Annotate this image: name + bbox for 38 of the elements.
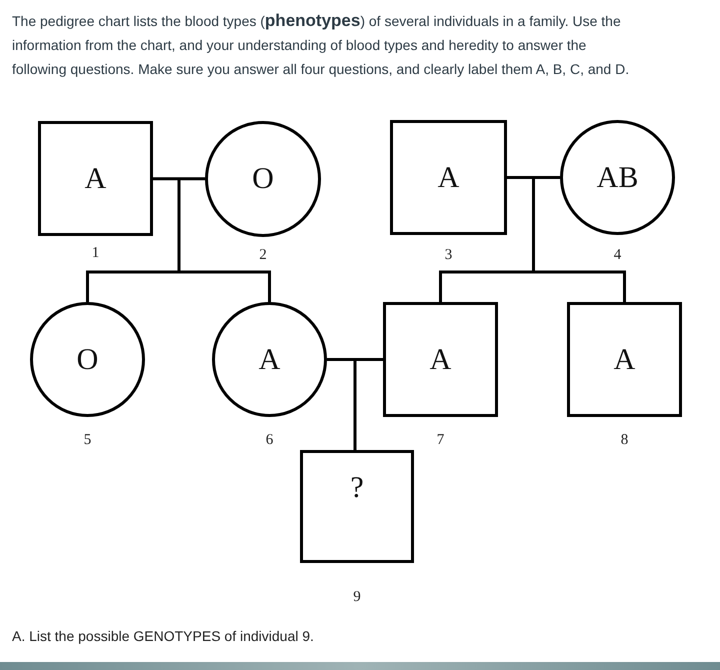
individual-number: 6: [266, 431, 274, 449]
blood-type-label: ?: [350, 471, 364, 505]
blood-type-label: A: [84, 162, 106, 196]
descent-line: [354, 360, 356, 450]
blood-type-label: O: [252, 162, 274, 196]
male-individual-square: [567, 302, 682, 417]
individual-number: 2: [259, 246, 267, 264]
individual-number: 3: [444, 246, 452, 264]
blood-type-label: O: [76, 342, 98, 376]
individual-number: 9: [353, 588, 361, 606]
blood-type-label: A: [614, 342, 636, 376]
question-text: A. List the possible GENOTYPES of individual 9.: [12, 627, 314, 646]
individual-number: 5: [84, 431, 92, 449]
individual-number: 4: [614, 246, 622, 264]
descent-line: [439, 270, 534, 302]
marriage-line: [534, 176, 560, 179]
individual-number: 1: [92, 244, 100, 262]
blood-type-label: A: [258, 342, 280, 376]
male-individual-square: [390, 120, 507, 235]
instructions-paragraph: The pedigree chart lists the blood types (phenotypes) of several individuals in a family. Use the information from the chart, and your understanding of blood types and heredity to answer the following questions. Make sure you answer all four questions, and clearly label them A, B, C, and D.: [12, 10, 630, 79]
descent-line: [179, 270, 271, 302]
marriage-line: [355, 358, 383, 361]
marriage-line: [327, 358, 355, 361]
blood-type-label: AB: [596, 160, 638, 194]
marriage-line: [153, 177, 179, 180]
male-individual-square: [38, 121, 153, 236]
descent-line: [534, 270, 626, 302]
descent-line: [532, 178, 535, 272]
individual-number: 7: [436, 431, 444, 449]
blood-type-label: A: [430, 342, 452, 376]
individual-number: 8: [620, 431, 628, 449]
blood-type-label: A: [438, 160, 460, 194]
male-individual-square: [300, 450, 414, 563]
descent-line: [86, 270, 179, 302]
marriage-line: [179, 177, 205, 180]
descent-line: [178, 178, 180, 272]
marriage-line: [507, 176, 534, 179]
male-individual-square: [383, 302, 498, 417]
